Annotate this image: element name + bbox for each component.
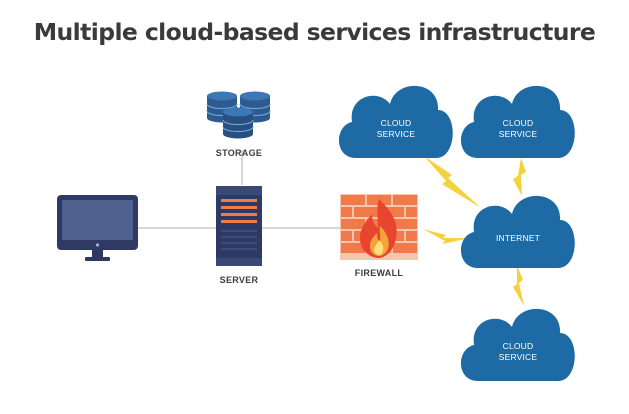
cloud-service-label-line2: SERVICE bbox=[377, 129, 416, 139]
cloud-service-label-line1: CLOUD bbox=[381, 118, 412, 128]
cloud-service-label-line1: CLOUD bbox=[503, 118, 534, 128]
cloud-service-label-line2: SERVICE bbox=[499, 129, 538, 139]
diagram-title: Multiple cloud-based services infrastruc… bbox=[33, 18, 596, 46]
lightning-icon bbox=[423, 156, 526, 306]
server-label: SERVER bbox=[220, 275, 259, 285]
internet-label: INTERNET bbox=[496, 233, 540, 243]
server-rack-icon bbox=[216, 186, 262, 266]
lightning-icon bbox=[423, 229, 470, 244]
cloud-icon bbox=[460, 195, 575, 268]
cloud-service-1: CLOUD SERVICE bbox=[338, 85, 453, 158]
lightning-icon bbox=[513, 158, 526, 196]
storage-label: STORAGE bbox=[216, 148, 262, 158]
connector-lines bbox=[138, 150, 340, 229]
internet-node: INTERNET bbox=[460, 195, 575, 268]
cloud-service-label-line2: SERVICE bbox=[499, 352, 538, 362]
database-icon bbox=[206, 91, 271, 139]
firewall-icon bbox=[340, 194, 418, 260]
cloud-service-3: CLOUD SERVICE bbox=[460, 308, 575, 381]
lightning-icon bbox=[513, 265, 524, 306]
monitor-icon bbox=[57, 195, 138, 261]
cloud-service-label-line1: CLOUD bbox=[503, 341, 534, 351]
firewall-label: FIREWALL bbox=[355, 268, 404, 278]
cloud-service-2: CLOUD SERVICE bbox=[460, 85, 575, 158]
lightning-icon bbox=[424, 156, 481, 208]
